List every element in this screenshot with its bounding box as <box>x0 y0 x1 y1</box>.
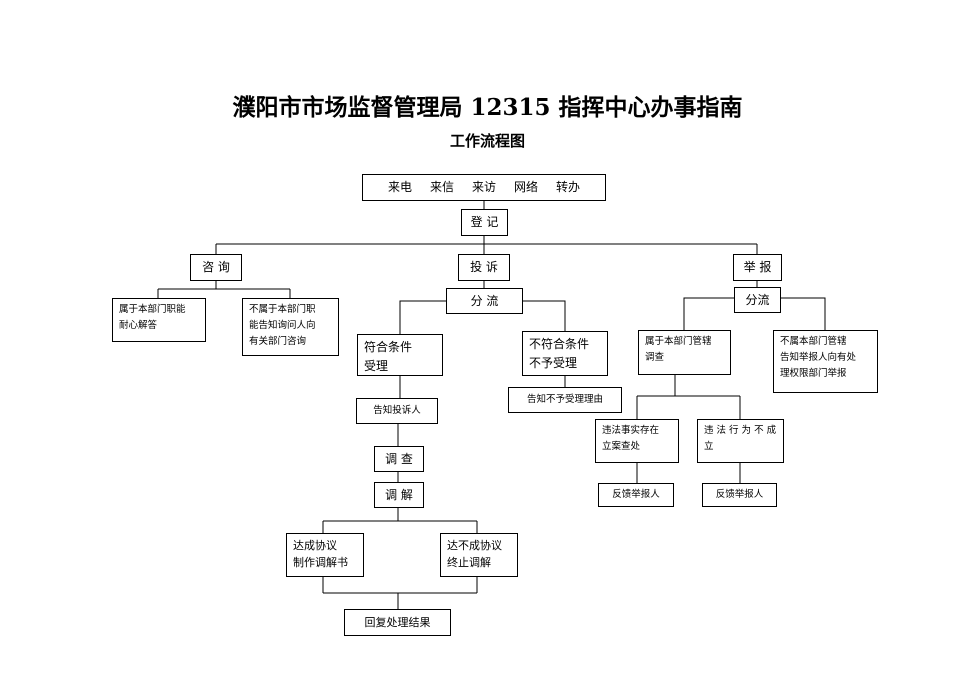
connector-consult-children <box>157 281 291 298</box>
connector-reportdivert-inscope <box>683 297 734 330</box>
node-complaint-reject: 不符合条件 不予受理 <box>522 331 608 376</box>
node-report-out-scope: 不属本部门管辖 告知举报人向有处 理权限部门举报 <box>773 330 878 393</box>
node-report: 举 报 <box>733 254 782 281</box>
node-report-divert: 分流 <box>734 287 781 313</box>
page-title: 濮阳市市场监督管理局 12315 指挥中心办事指南 <box>232 94 743 121</box>
page-subtitle: 工作流程图 <box>449 132 525 150</box>
source-network: 网络 <box>514 180 539 194</box>
node-feedback-2: 反馈举报人 <box>702 483 777 507</box>
node-complaint: 投 诉 <box>458 254 510 281</box>
connector-register-branches <box>215 236 758 254</box>
node-complaint-divert: 分 流 <box>446 288 523 314</box>
connector-inscope-results <box>636 375 741 419</box>
node-agreement-reached: 达成协议 制作调解书 <box>286 533 364 577</box>
connector-reportdivert-outscope <box>781 297 826 330</box>
node-notify-reject-reason: 告知不予受理理由 <box>508 387 622 413</box>
node-mediate: 调 解 <box>374 482 424 508</box>
source-phone: 来电 <box>387 180 412 194</box>
sources-box: 来电 来信 来访 网络 转办 <box>362 174 606 201</box>
connector-outcomes-reply <box>322 577 478 609</box>
node-complaint-accept: 符合条件 受理 <box>357 334 443 376</box>
node-violation-not: 违 法 行 为 不 成 立 <box>697 419 784 463</box>
connector-divert-reject <box>523 300 566 331</box>
node-consult-in-scope: 属于本部门职能 耐心解答 <box>112 298 206 342</box>
node-register: 登 记 <box>461 209 508 236</box>
node-notify-complainant: 告知投诉人 <box>356 398 438 424</box>
node-reply-result: 回复处理结果 <box>344 609 451 636</box>
node-investigate: 调 查 <box>374 446 424 472</box>
node-consult-out-scope: 不属于本部门职 能告知询问人向 有关部门咨询 <box>242 298 339 356</box>
source-transfer: 转办 <box>556 180 581 194</box>
node-report-in-scope: 属于本部门管辖 调查 <box>638 330 731 375</box>
connector-mediate-outcomes <box>322 508 478 533</box>
node-consult: 咨 询 <box>190 254 242 281</box>
connector-divert-accept <box>399 300 446 334</box>
source-letter: 来信 <box>429 180 454 194</box>
node-violation-fact: 违法事实存在 立案查处 <box>595 419 679 463</box>
node-agreement-failed: 达不成协议 终止调解 <box>440 533 518 577</box>
source-visit: 来访 <box>471 180 496 194</box>
node-feedback-1: 反馈举报人 <box>598 483 674 507</box>
